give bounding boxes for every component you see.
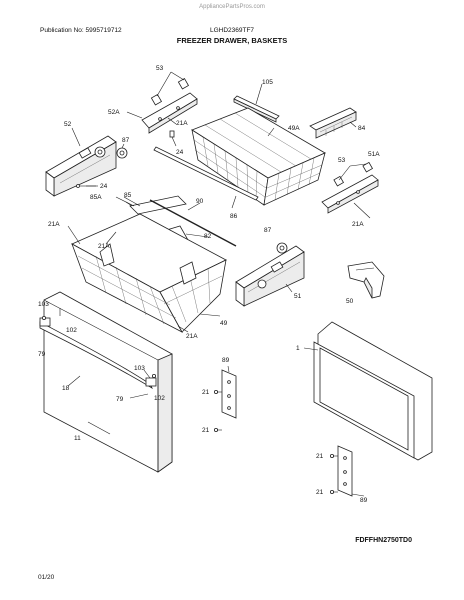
callout-86: 86 (230, 213, 238, 220)
revision-date: 01/20 (38, 574, 55, 581)
watermark-site: AppliancePartsPros.com (199, 4, 265, 10)
callout-87-right: 87 (264, 227, 272, 234)
part-49a-wire-basket (191, 107, 326, 206)
callout-21a: 21A (176, 120, 188, 127)
callout-21a-left: 21A (48, 221, 60, 228)
publication-number: Publication No: 5995719712 (40, 27, 122, 34)
page-title: FREEZER DRAWER, BASKETS (176, 36, 288, 45)
callout-21a-basket: 21A (98, 243, 110, 250)
callout-21-second: 21 (202, 427, 210, 434)
callout-103: 103 (38, 301, 49, 308)
part-89-bracket-upper (221, 369, 237, 419)
callout-89: 89 (222, 357, 230, 364)
callout-105: 105 (262, 79, 273, 86)
callout-51: 51 (294, 293, 302, 300)
leader-lines (59, 111, 371, 497)
part-85-divider (125, 195, 187, 215)
callout-102: 102 (66, 327, 77, 334)
part-51a-rail (321, 161, 379, 214)
part-18-handle (39, 317, 157, 390)
callout-53: 53 (156, 65, 164, 72)
callout-52a: 52A (108, 109, 120, 116)
callout-53-right: 53 (338, 157, 346, 164)
part-49-freezer-basket (71, 213, 227, 333)
part-86-rod (153, 146, 259, 209)
part-1-gasket (313, 321, 433, 461)
part-87-gear-right (276, 242, 288, 254)
callout-50: 50 (346, 298, 354, 305)
callout-1: 1 (296, 345, 300, 352)
callout-24-lower: 24 (100, 183, 108, 190)
callout-84: 84 (358, 125, 366, 132)
callout-87: 87 (122, 137, 130, 144)
callout-21a-bottom: 21A (186, 333, 198, 340)
callout-51a: 51A (368, 151, 380, 158)
part-21-screws (42, 315, 338, 494)
part-52a-rail (141, 71, 198, 134)
callout-labels: 53 52A 21A 52 87 24 24 105 49A 84 85A 85… (38, 65, 380, 504)
callout-82: 82 (204, 233, 212, 240)
part-84-divider (309, 107, 357, 139)
callout-21a-right: 21A (352, 221, 364, 228)
callout-21: 21 (202, 389, 210, 396)
part-89-bracket-lower (337, 445, 353, 497)
callout-21-lower: 21 (316, 453, 324, 460)
callout-18: 18 (62, 385, 70, 392)
part-50-bracket (347, 261, 385, 299)
part-52-slide (45, 135, 117, 197)
callout-103-handle: 103 (134, 365, 145, 372)
callout-79: 79 (38, 351, 46, 358)
part-105-bar (233, 83, 280, 123)
callout-85a: 85A (90, 194, 102, 201)
callout-11: 11 (74, 435, 81, 442)
part-11-drawer-front (43, 291, 173, 473)
callout-24: 24 (176, 149, 184, 156)
callout-79-handle: 79 (116, 396, 124, 403)
callout-90: 90 (196, 198, 204, 205)
callout-102-handle: 102 (154, 395, 165, 402)
part-87-gear-left (116, 143, 128, 159)
callout-49a: 49A (288, 125, 300, 132)
callout-52: 52 (64, 121, 72, 128)
part-51-slide (235, 245, 305, 307)
callout-89-lower: 89 (360, 497, 368, 504)
callout-85: 85 (124, 192, 132, 199)
callout-21-lowest: 21 (316, 489, 324, 496)
model-number: LGHD2369TF7 (209, 27, 255, 34)
part-24-clip-upper (169, 130, 175, 138)
part-90-rod (149, 199, 237, 247)
diagram-code: FDFFHN2750TD0 (355, 537, 412, 544)
callout-49: 49 (220, 320, 228, 327)
